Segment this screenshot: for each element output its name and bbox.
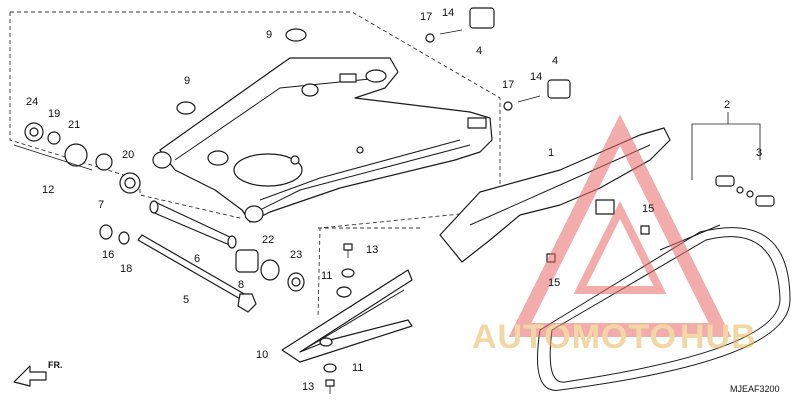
assembly-boundary xyxy=(9,11,501,319)
callout-1: 1 xyxy=(548,147,554,159)
callout-5: 5 xyxy=(183,294,189,306)
diagram-code: MJEAF3200 xyxy=(730,384,780,394)
washer-16 xyxy=(99,224,113,240)
callout-11-lower: 11 xyxy=(352,362,363,374)
pivot-bearings-left xyxy=(24,122,141,194)
callout-24: 24 xyxy=(26,96,38,108)
callout-12: 12 xyxy=(42,184,54,196)
callout-8: 8 xyxy=(238,279,244,291)
chain-adjuster-mid xyxy=(503,79,571,111)
master-link-kit xyxy=(715,175,775,207)
bracket-2 xyxy=(691,112,761,180)
pivot-bolt xyxy=(137,234,257,313)
callout-16: 16 xyxy=(102,249,114,261)
callout-17-top: 17 xyxy=(420,11,432,23)
pivot-bearings-right xyxy=(235,249,305,292)
callout-21: 21 xyxy=(68,119,80,131)
callout-17-mid: 17 xyxy=(502,79,514,91)
callout-15-b: 15 xyxy=(548,277,560,289)
callout-7: 7 xyxy=(98,199,104,211)
callout-13-lower: 13 xyxy=(302,381,314,393)
chain-slider xyxy=(281,269,413,363)
callout-22: 22 xyxy=(262,234,274,246)
watermark-logo: AUTOMOTO HUB xyxy=(472,114,757,356)
callout-2: 2 xyxy=(724,99,730,111)
callout-4-mid: 4 xyxy=(552,55,558,67)
callout-13-upper: 13 xyxy=(366,244,378,256)
callout-9-left: 9 xyxy=(184,75,190,87)
callout-9-top: 9 xyxy=(266,29,272,41)
collar-11-lower xyxy=(323,363,337,373)
callout-15-a: 15 xyxy=(642,203,654,215)
svg-text:AUTOMOTO: AUTOMOTO xyxy=(472,318,677,356)
swingarm xyxy=(152,57,493,223)
washer-18 xyxy=(118,231,130,245)
callout-14-mid: 14 xyxy=(530,71,542,83)
callout-14-top: 14 xyxy=(442,7,454,19)
callout-4-top: 4 xyxy=(476,45,482,57)
front-direction-arrow: FR. xyxy=(13,360,63,387)
callout-11-upper: 11 xyxy=(321,270,332,282)
grommet-top xyxy=(285,28,307,42)
callout-19: 19 xyxy=(48,108,60,120)
grommet-left xyxy=(176,101,196,115)
bolt-13-lower xyxy=(325,379,335,394)
pivot-collar xyxy=(151,201,233,247)
drive-chain xyxy=(537,224,791,391)
collar-11-upper xyxy=(341,268,355,278)
callout-20: 20 xyxy=(122,149,134,161)
chain-case xyxy=(439,127,671,263)
callout-10: 10 xyxy=(256,349,268,361)
svg-text:FR.: FR. xyxy=(48,360,63,370)
callout-3: 3 xyxy=(756,147,762,159)
svg-text:HUB: HUB xyxy=(680,318,757,356)
callout-23: 23 xyxy=(290,249,302,261)
bolt-13-upper xyxy=(343,243,353,258)
bracket-12 xyxy=(13,144,93,171)
callout-18: 18 xyxy=(120,263,132,275)
callout-6: 6 xyxy=(194,253,200,265)
bolt-15-a xyxy=(640,225,650,235)
chain-adjuster-top xyxy=(425,7,495,43)
